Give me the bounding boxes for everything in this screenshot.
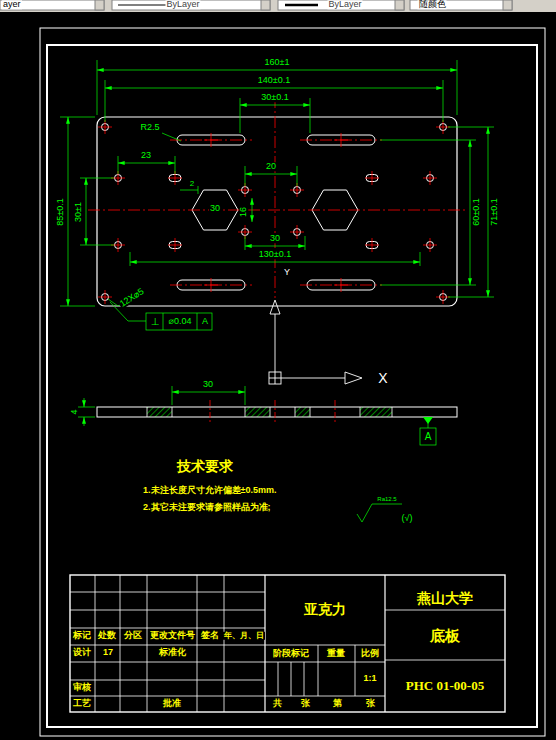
title-cell: 工艺 (72, 699, 92, 708)
dimension-text: R2.5 (139, 123, 160, 132)
axis-label: Y (283, 268, 291, 277)
note-text: 1.未注长度尺寸允许偏差±0.5mm. (142, 486, 277, 495)
dimension-text: 60±0.1 (472, 197, 481, 226)
tolerance-symbol: ⊥ (150, 317, 161, 328)
drawing-number: PHC 01-00-05 (405, 679, 485, 693)
notes-heading: 技术要求 (176, 459, 234, 474)
roughness-value: Ra12.5 (376, 496, 397, 502)
roughness-symbol: (√) (401, 514, 414, 523)
datum-letter: A (424, 432, 433, 443)
part-name: 底板 (429, 628, 461, 644)
note-text: 2.其它未注要求请参照样品为准; (142, 503, 272, 512)
title-cell: 审核 (72, 683, 92, 692)
dimension-text: 30±1 (74, 201, 83, 223)
title-cell: 第 (332, 699, 343, 708)
title-cell: 标记 (72, 631, 92, 640)
scale-value: 1:1 (362, 674, 377, 683)
title-cell: 年、月、日 (223, 632, 265, 640)
title-cell: 分区 (123, 631, 143, 640)
material-name: 亚克力 (303, 602, 347, 617)
dimension-text: 20 (265, 162, 277, 171)
title-cell: 批准 (162, 699, 182, 708)
title-cell: 共 (272, 699, 283, 708)
toolbar-text: ayer (2, 0, 22, 9)
dimension-text: 2 (189, 180, 195, 188)
datum-letter: A (201, 317, 209, 326)
dimension-text: 140±0.1 (257, 76, 291, 85)
title-cell: 比例 (360, 649, 380, 658)
title-cell: 17 (102, 648, 114, 657)
title-cell: 更改文件号 (149, 631, 196, 640)
dimension-text: 30 (209, 204, 221, 213)
toolbar-text: 随颜色 (418, 0, 447, 9)
dimension-text: 12X⌀5 (118, 286, 147, 309)
title-cell: 设计 (72, 648, 92, 657)
dimension-text: 160±1 (264, 58, 291, 67)
title-cell: 标准化 (158, 648, 187, 657)
dimension-text: 30 (269, 234, 281, 243)
dimension-text: 4 (70, 408, 79, 415)
tolerance-value: ⌀0.04 (168, 317, 193, 326)
dimension-text: 71±0.1 (490, 197, 499, 226)
title-cell: 签名 (200, 631, 220, 640)
dimension-text: 23 (140, 151, 152, 160)
dimension-text: 30±0.1 (260, 93, 289, 102)
dimension-text: 130±0.1 (258, 250, 292, 259)
toolbar-text: ByLayer (327, 0, 362, 9)
dimension-text: 85±0.1 (56, 197, 65, 226)
title-cell: 阶段标记 (272, 649, 310, 658)
title-cell: 重量 (326, 649, 346, 658)
title-cell: 张 (365, 699, 376, 708)
title-cell: 处数 (97, 631, 117, 640)
title-cell: 张 (300, 699, 311, 708)
dimension-text: 16 (239, 206, 248, 218)
school-name: 燕山大学 (416, 591, 474, 606)
toolbar-text: ByLayer (165, 0, 200, 9)
axis-label: X (377, 371, 388, 386)
dimension-text: 30 (202, 380, 214, 389)
